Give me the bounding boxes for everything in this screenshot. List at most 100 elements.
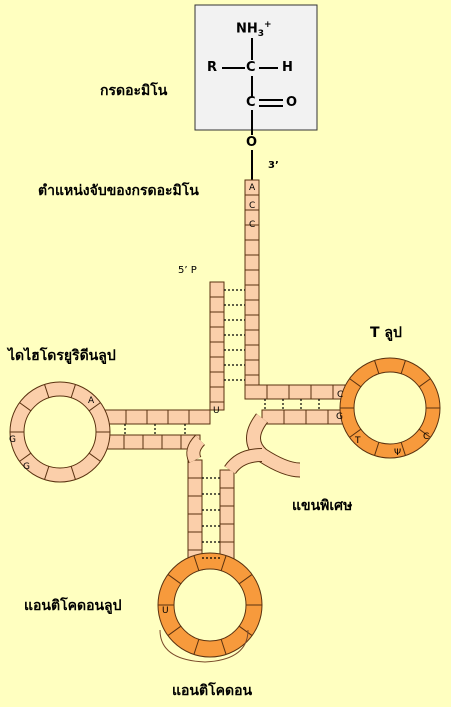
base-pair-dashes <box>124 289 320 559</box>
anticodon-loop-ring-divider <box>238 625 253 636</box>
tloop-ring-divider <box>349 428 362 438</box>
nh3-group: NH3+ <box>236 20 272 39</box>
anticodon-right-strand <box>219 487 235 507</box>
dloop-ring-divider <box>88 452 101 462</box>
acceptor-3prime-strand <box>244 374 260 386</box>
anticodon-loop-ring-divider <box>193 639 200 655</box>
acceptor-5prime-strand <box>209 281 225 298</box>
dloop-ring-inner <box>23 395 97 469</box>
tloop-ring-divider <box>400 442 406 456</box>
anticodon-loop-ring-divider <box>220 555 227 571</box>
base-acceptor-a: A <box>249 183 256 193</box>
base-dloop-g2: G <box>23 462 30 472</box>
dloop-ring-divider <box>19 402 32 412</box>
darm-top-strand <box>146 409 169 425</box>
label-three-prime: 3’ <box>268 160 279 171</box>
dloop-ring-divider <box>88 402 101 412</box>
anticodon-loop-ring-divider <box>238 574 253 585</box>
acceptor-5prime-strand <box>209 371 225 388</box>
anticodon-left-strand <box>187 531 203 551</box>
darm-top-strand <box>167 409 190 425</box>
acceptor-5prime-strand <box>209 296 225 313</box>
amino-acid-bonds <box>222 38 283 180</box>
label-t-loop: T ลูป <box>370 325 402 341</box>
base-tloop-g: G <box>336 412 343 422</box>
base-tloop-psi: Ψ <box>394 448 402 458</box>
alpha-carbon: C <box>246 60 256 75</box>
dloop-ring-divider <box>19 452 32 462</box>
dloop-ring <box>9 381 111 483</box>
tarm-top-strand <box>288 384 312 400</box>
acceptor-5prime-strand <box>209 401 225 411</box>
label-five-prime: 5’ P <box>178 265 197 276</box>
label-attachment-site: ตำแหน่งจับของกรดอะมิโน <box>38 183 199 199</box>
carbonyl-oxygen: O <box>286 95 298 110</box>
label-variable-arm: แขนพิเศษ <box>292 498 353 514</box>
tloop-ring-divider <box>418 378 431 388</box>
anticodon-left-strand <box>187 513 203 533</box>
tloop-ring-divider <box>374 360 380 374</box>
label-anticodon-loop: แอนติโคดอนลูป <box>24 598 122 614</box>
dloop-ring-divider <box>44 466 50 480</box>
anticodon-loop-ring-divider <box>193 555 200 571</box>
anticodon-right-strand <box>219 523 235 543</box>
base-tloop-c2: C <box>423 432 430 442</box>
acceptor-3prime-strand <box>244 344 260 361</box>
amino-acid-box <box>194 4 318 131</box>
acceptor-5prime-strand <box>209 386 225 403</box>
tloop-ring <box>339 357 441 459</box>
anticodon-loop-ring-divider <box>220 639 227 655</box>
base-acceptor-c2: C <box>249 220 256 230</box>
base-anticodon-u: U <box>162 606 169 616</box>
acceptor-3prime-strand <box>244 314 260 331</box>
darm-bottom-strand <box>161 434 182 450</box>
acceptor-5prime-strand <box>209 311 225 328</box>
acceptor-3prime-strand <box>244 254 260 271</box>
tloop-ring-inner <box>353 371 427 445</box>
acceptor-3prime-strand <box>244 239 260 256</box>
dloop-ring-divider <box>70 384 76 398</box>
anticodon-right-strand <box>219 505 235 525</box>
darm-top-strand <box>188 409 211 425</box>
acceptor-5prime-strand <box>209 341 225 358</box>
anticodon-bracket <box>159 629 249 663</box>
trna-backbone <box>9 179 441 658</box>
anticodon-loop-ring <box>157 552 263 658</box>
acceptor-5prime-strand <box>209 356 225 373</box>
tloop-ring-divider <box>418 428 431 438</box>
acceptor-3prime-strand <box>244 329 260 346</box>
acceptor-3prime-strand <box>244 359 260 376</box>
base-acceptor-c1: C <box>249 201 256 211</box>
label-amino-acid: กรดอะมิโน <box>100 83 168 99</box>
stem-join <box>187 435 205 463</box>
base-tloop-c: C <box>337 390 344 400</box>
anticodon-left-strand <box>187 495 203 515</box>
tloop-ring-divider <box>349 378 362 388</box>
darm-top-strand <box>125 409 148 425</box>
acceptor-3prime-strand <box>244 269 260 286</box>
darm-bottom-strand <box>142 434 163 450</box>
tarm-top-strand <box>244 384 268 400</box>
carbonyl-carbon: C <box>246 95 256 110</box>
anticodon-left-strand <box>187 459 203 479</box>
anticodon-loop-ring-divider <box>167 625 182 636</box>
base-dloop-a: A <box>88 396 95 406</box>
label-d-loop: ไดไฮโดรยูริดีนลูป <box>8 348 116 364</box>
tloop-ring-divider <box>374 442 380 456</box>
base-dloop-g1: G <box>9 435 16 445</box>
anticodon-loop-ring-band <box>158 553 262 657</box>
tarm-bottom-strand <box>283 409 307 425</box>
anticodon-loop-ring-divider <box>167 574 182 585</box>
tarm-top-strand <box>310 384 334 400</box>
base-tloop-t: T <box>355 436 361 446</box>
acceptor-3prime-strand <box>244 299 260 316</box>
stem-join2 <box>225 449 263 474</box>
ester-oxygen: O <box>246 135 258 150</box>
label-anticodon: แอนติโคดอน <box>172 683 253 699</box>
tarm-bottom-strand <box>305 409 329 425</box>
r-group: R <box>207 60 218 75</box>
dloop-ring-divider <box>70 466 76 480</box>
acceptor-3prime-strand <box>244 284 260 301</box>
hydrogen: H <box>282 60 293 75</box>
